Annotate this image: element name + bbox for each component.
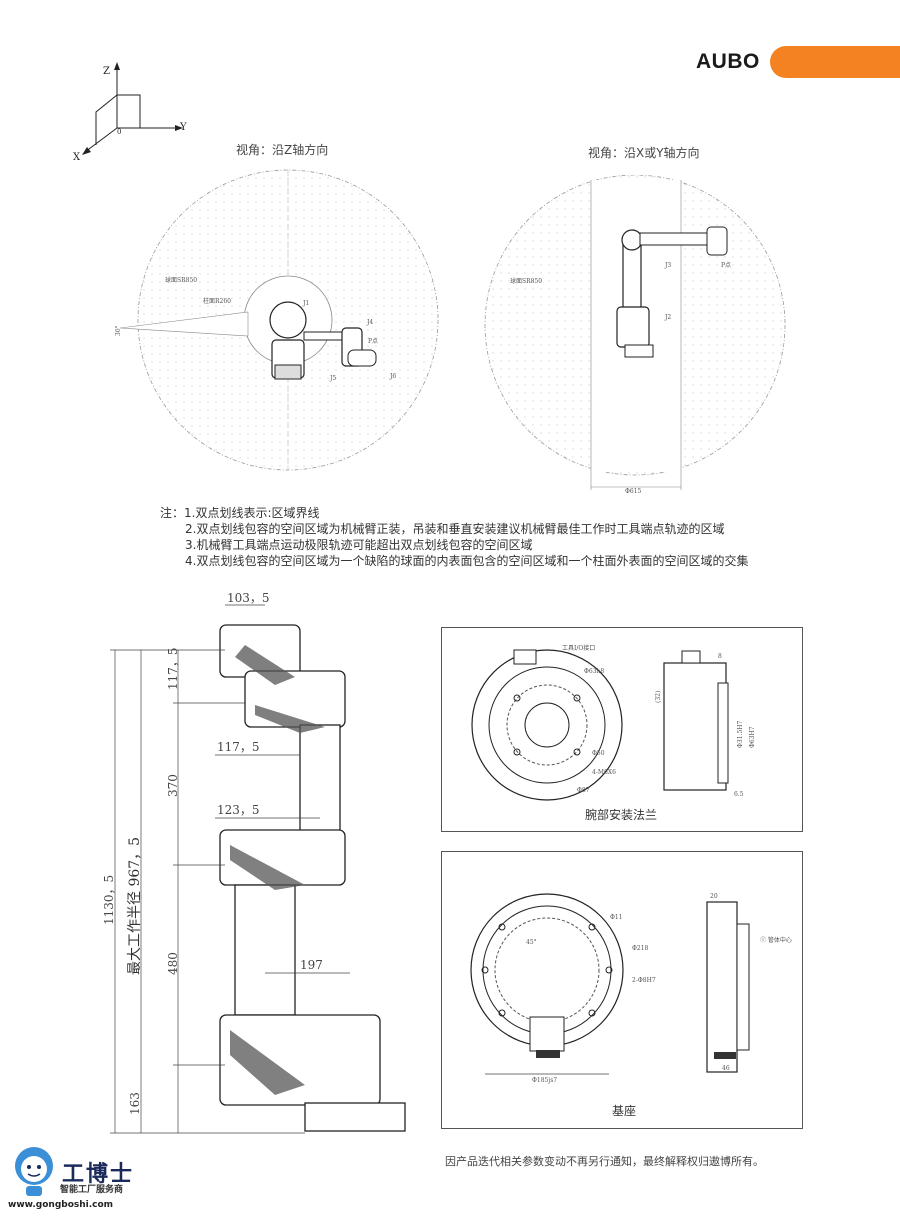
svg-text:J6: J6 [389, 373, 396, 380]
dim-117-5-a: 117，5 [166, 647, 180, 690]
svg-text:Φ50: Φ50 [592, 750, 605, 757]
svg-text:30°: 30° [115, 325, 122, 336]
svg-text:Φ63H7: Φ63H7 [749, 726, 756, 748]
dim-117-5-b: 117，5 [217, 740, 260, 754]
svg-text:Φ218: Φ218 [632, 945, 649, 952]
svg-text:6.5: 6.5 [734, 791, 744, 798]
axis-origin-label: 0 [117, 128, 121, 136]
svg-text:J1: J1 [302, 300, 309, 307]
svg-text:Φ185js7: Φ185js7 [532, 1077, 557, 1084]
base-panel: Φ11 45° Φ218 2-Φ8H7 Φ185js7 20 46 Ⓘ 管体中心… [441, 851, 803, 1129]
svg-text:4-M6X6: 4-M6X6 [592, 769, 616, 776]
robot-side-view-diagram: 103，5 117，5 117，5 370 123，5 480 197 163 … [102, 591, 406, 1134]
svg-text:45°: 45° [526, 939, 537, 946]
top-view-z-diagram: 30° 球面SR850 柱面R260 J1 J4 P点 J5 J6 [115, 169, 439, 471]
svg-text:Ⓘ 管体中心: Ⓘ 管体中心 [760, 936, 792, 944]
svg-text:8: 8 [718, 653, 722, 660]
logo-url: www.gongboshi.com [8, 1200, 114, 1210]
note-item-3: 3.机械臂工具端点运动极限轨迹可能超出双点划线包容的空间区域 [185, 538, 533, 552]
svg-text:柱面R260: 柱面R260 [203, 297, 231, 305]
svg-text:J2: J2 [664, 314, 671, 321]
mascot-logo [15, 1147, 53, 1196]
svg-text:J3: J3 [664, 262, 671, 269]
axes-icon: Z Y X 0 [73, 62, 187, 163]
svg-text:2-Φ8H7: 2-Φ8H7 [632, 977, 656, 984]
base-caption: 基座 [612, 1104, 637, 1118]
axis-y-label: Y [179, 122, 187, 133]
top-view-xy-diagram: Φ615 球面SR850 J3 J2 P点 [484, 175, 786, 495]
brand-logo: AUBO [696, 50, 760, 73]
brand-accent-bar [770, 46, 900, 78]
svg-text:Φ11: Φ11 [610, 914, 623, 921]
dim-370: 370 [166, 774, 180, 797]
wrist-flange-panel: 工具I/O接口 Φ63h8 Φ50 4-M6X6 Φ87 8 (32) Φ31.… [441, 627, 803, 832]
dim-103-5: 103，5 [227, 591, 270, 605]
left-view-caption: 视角：沿Z轴方向 [236, 143, 329, 157]
dim-1130-5: 1130，5 [102, 875, 116, 925]
svg-text:球面SR850: 球面SR850 [165, 276, 197, 284]
axis-z-label: Z [103, 66, 110, 77]
svg-text:46: 46 [722, 1065, 730, 1072]
svg-text:Φ63h8: Φ63h8 [584, 668, 604, 675]
dim-480: 480 [166, 952, 180, 975]
svg-text:(32): (32) [655, 691, 662, 703]
svg-text:球面SR850: 球面SR850 [510, 277, 542, 285]
svg-text:Φ615: Φ615 [625, 488, 642, 495]
svg-text:工具I/O接口: 工具I/O接口 [562, 644, 595, 652]
wrist-flange-diagram: 工具I/O接口 Φ63h8 Φ50 4-M6X6 Φ87 8 (32) Φ31.… [471, 644, 756, 801]
note-item-1: 注：1.双点划线表示:区域界线 [160, 506, 320, 520]
logo-tagline: 智能工厂服务商 [60, 1185, 124, 1195]
logo-name: 工博士 [62, 1161, 135, 1187]
right-view-caption: 视角：沿X或Y轴方向 [588, 146, 700, 160]
dim-max-reach: 最大工作半径 967，5 [127, 837, 143, 975]
svg-text:Φ87: Φ87 [577, 787, 590, 794]
dim-197: 197 [300, 958, 323, 972]
svg-text:P点: P点 [721, 261, 731, 269]
svg-text:20: 20 [710, 893, 718, 900]
footer-notice: 因产品迭代相关参数变动不再另行通知，最终解释权归遨博所有。 [445, 1155, 764, 1168]
svg-text:Φ31.5H7: Φ31.5H7 [737, 720, 744, 748]
svg-text:P点: P点 [368, 337, 378, 345]
axis-x-label: X [73, 152, 81, 163]
svg-text:J5: J5 [329, 375, 336, 382]
note-item-4: 4.双点划线包容的空间区域为一个缺陷的球面的内表面包含的空间区域和一个柱面外表面… [185, 554, 749, 568]
dim-123-5: 123，5 [217, 803, 260, 817]
notes-block: 注：1.双点划线表示:区域界线 2.双点划线包容的空间区域为机械臂正装，吊装和垂… [160, 505, 748, 569]
base-diagram: Φ11 45° Φ218 2-Φ8H7 Φ185js7 20 46 Ⓘ 管体中心 [470, 893, 792, 1084]
note-item-2: 2.双点划线包容的空间区域为机械臂正装，吊装和垂直安装建议机械臂最佳工作时工具端… [185, 522, 725, 536]
wrist-flange-caption: 腕部安装法兰 [585, 808, 658, 822]
dim-163: 163 [128, 1092, 142, 1115]
svg-text:J4: J4 [366, 319, 373, 326]
